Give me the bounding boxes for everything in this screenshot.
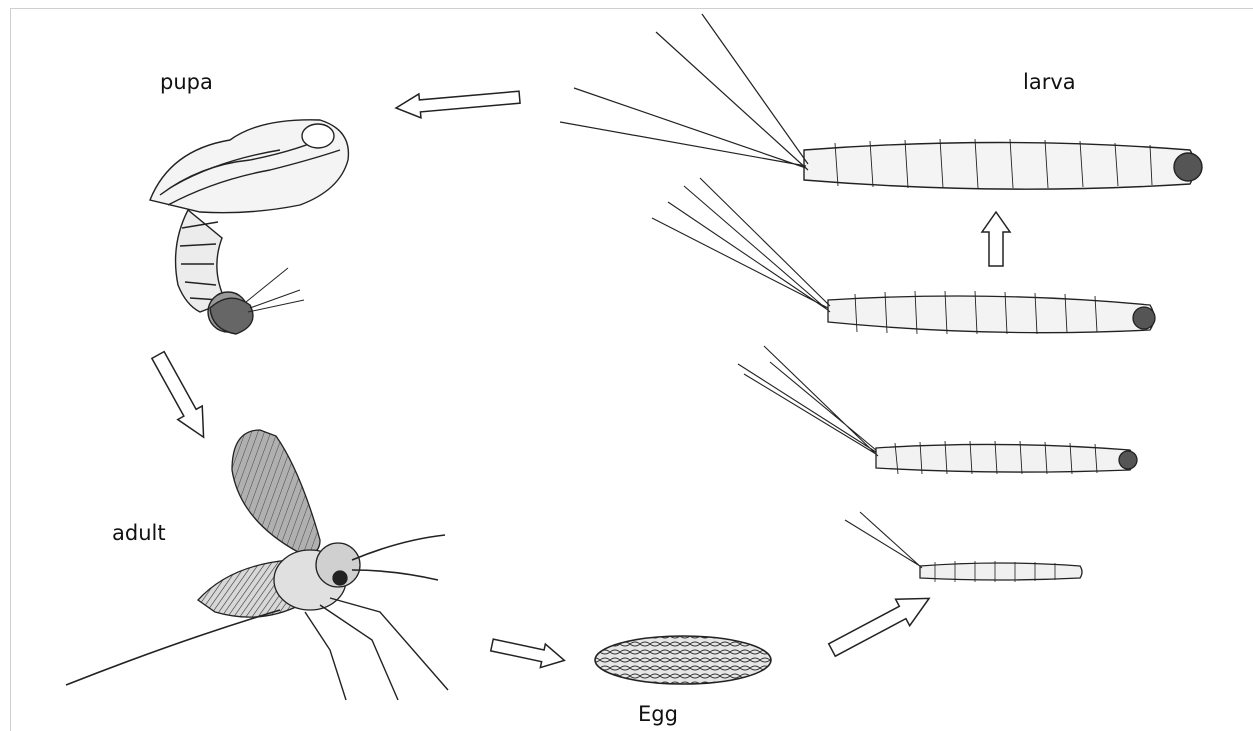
label-pupa: pupa: [160, 70, 213, 94]
adult-illustration: [66, 430, 448, 700]
arrow-pupa-to-adult: [146, 348, 216, 444]
larva-instar-2: [738, 346, 1137, 474]
larva-instar-3: [652, 178, 1155, 334]
larva-instar-1: [845, 512, 1082, 582]
arrow-egg-to-larva: [825, 585, 936, 663]
label-egg: Egg: [638, 702, 678, 726]
arrow-larva-to-pupa: [395, 85, 521, 120]
arrow-larva-growth-up: [982, 212, 1010, 266]
label-adult: adult: [112, 521, 166, 545]
pupa-illustration: [150, 120, 348, 334]
label-larva: larva: [1023, 70, 1076, 94]
egg-illustration: [595, 636, 771, 684]
larva-instar-4: [560, 14, 1202, 189]
arrow-adult-to-egg: [490, 633, 567, 672]
